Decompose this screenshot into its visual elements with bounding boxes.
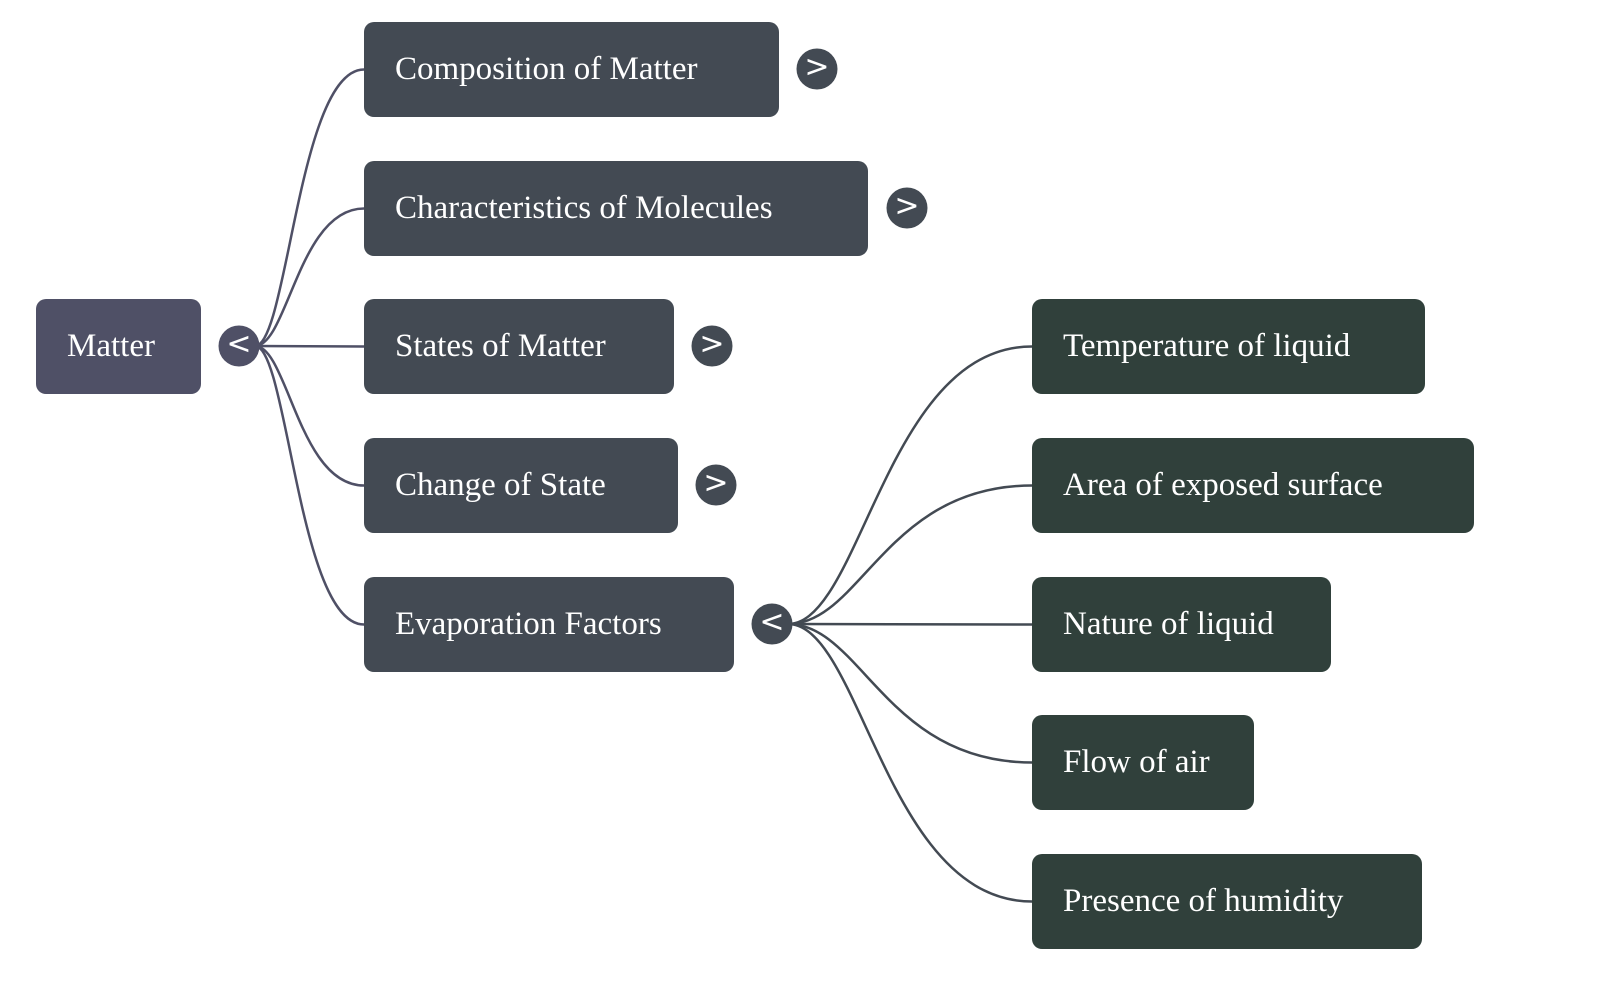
connector-node-presence-of-humidity [787,622,1033,903]
connector-node-evaporation-factors [254,344,365,626]
connector-node-area-of-exposed-surface [787,484,1033,626]
node-area-of-exposed-surface[interactable]: Area of exposed surface [1032,438,1474,533]
collapse-toggle-evaporation[interactable]: < [751,603,793,645]
node-evaporation-factors[interactable]: Evaporation Factors [364,577,734,672]
connector-node-characteristics-of-molecules [254,207,365,348]
connector-node-flow-of-air [787,622,1033,764]
node-states-of-matter[interactable]: States of Matter [364,299,674,394]
expand-toggle-composition[interactable]: > [796,48,838,90]
node-nature-of-liquid[interactable]: Nature of liquid [1032,577,1331,672]
node-composition-of-matter[interactable]: Composition of Matter [364,22,779,117]
node-characteristics-of-molecules[interactable]: Characteristics of Molecules [364,161,868,256]
node-change-of-state[interactable]: Change of State [364,438,678,533]
connector-node-temperature-of-liquid [787,345,1033,626]
node-temperature-of-liquid[interactable]: Temperature of liquid [1032,299,1425,394]
connector-node-states-of-matter [254,344,365,348]
root-node-matter[interactable]: Matter [36,299,201,394]
expand-toggle-states[interactable]: > [691,325,733,367]
node-flow-of-air[interactable]: Flow of air [1032,715,1254,810]
connector-node-change-of-state [254,344,365,487]
collapse-toggle-root[interactable]: < [218,325,260,367]
expand-toggle-change-of-state[interactable]: > [695,464,737,506]
connector-node-composition-of-matter [254,68,365,348]
node-presence-of-humidity[interactable]: Presence of humidity [1032,854,1422,949]
expand-toggle-characteristics[interactable]: > [886,187,928,229]
connector-node-nature-of-liquid [787,622,1033,626]
